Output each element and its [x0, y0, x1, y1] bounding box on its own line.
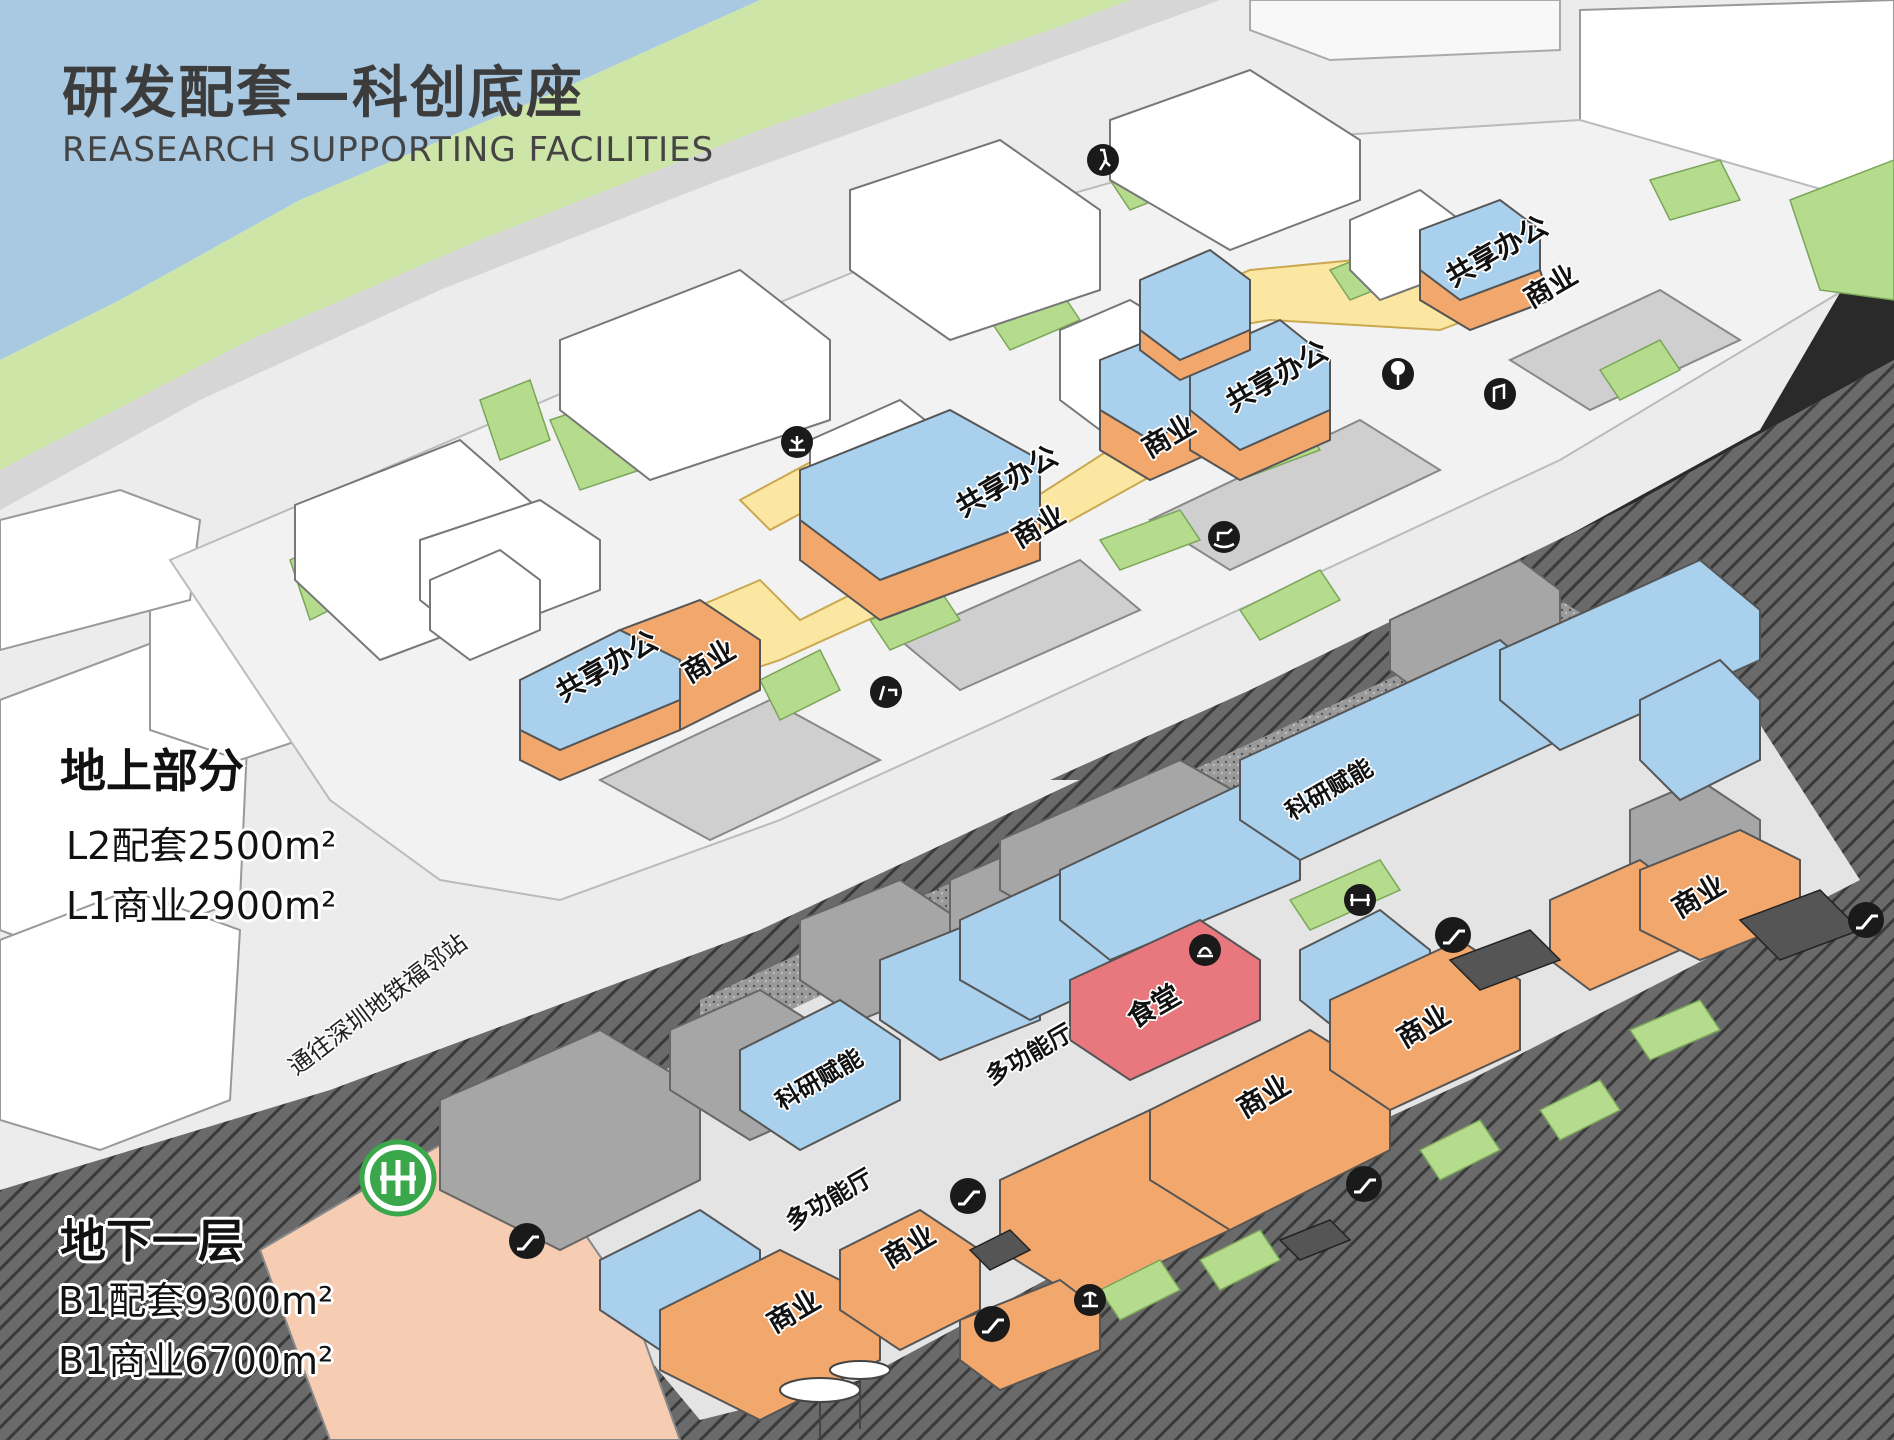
canopy-structure: [779, 1360, 891, 1438]
sunken-stairs: [968, 889, 1862, 1271]
metro-logo-icon: [359, 1139, 437, 1217]
rocking-horse-icon: [1208, 521, 1240, 553]
white-buildings: [294, 68, 1461, 662]
escalator-icon: [1848, 902, 1884, 938]
dining-icon: [1189, 934, 1221, 966]
icon-markers: [509, 144, 1884, 1342]
basement-title: 地下一层: [60, 1214, 244, 1268]
riverside-park: [0, 0, 1130, 470]
dog-walk-icon: [870, 676, 902, 708]
above-ground-title: 地上部分: [60, 744, 244, 798]
plant-icon: [781, 426, 813, 458]
basement-planters: [1098, 859, 1722, 1321]
music-icon: [1484, 378, 1516, 410]
section-cut-line: [1560, 200, 1894, 540]
tree-icon: [1382, 358, 1414, 390]
fitness-icon: [1344, 884, 1376, 916]
page-subtitle: REASEARCH SUPPORTING FACILITIES: [62, 130, 715, 170]
shared-office-commerce-volumes: [519, 198, 1552, 782]
basement-stat-support: B1配套9300m²: [58, 1279, 334, 1323]
walk-icon: [1087, 144, 1119, 176]
escalator-icon: [950, 1178, 986, 1214]
above-ground-stat-l1: L1商业2900m²: [66, 884, 337, 928]
escalator-icon: [509, 1223, 545, 1259]
escalator-icon: [974, 1306, 1010, 1342]
fountain-icon: [1074, 1284, 1106, 1316]
basement-stat-commerce: B1商业6700m²: [58, 1339, 334, 1383]
building-north: [1249, 0, 1561, 62]
above-ground-stat-l2: L2配套2500m²: [66, 824, 337, 868]
page-title: 研发配套—科创底座: [62, 61, 584, 126]
escalator-icon: [1346, 1166, 1382, 1202]
escalator-icon: [1435, 917, 1471, 953]
river: [0, 0, 760, 360]
